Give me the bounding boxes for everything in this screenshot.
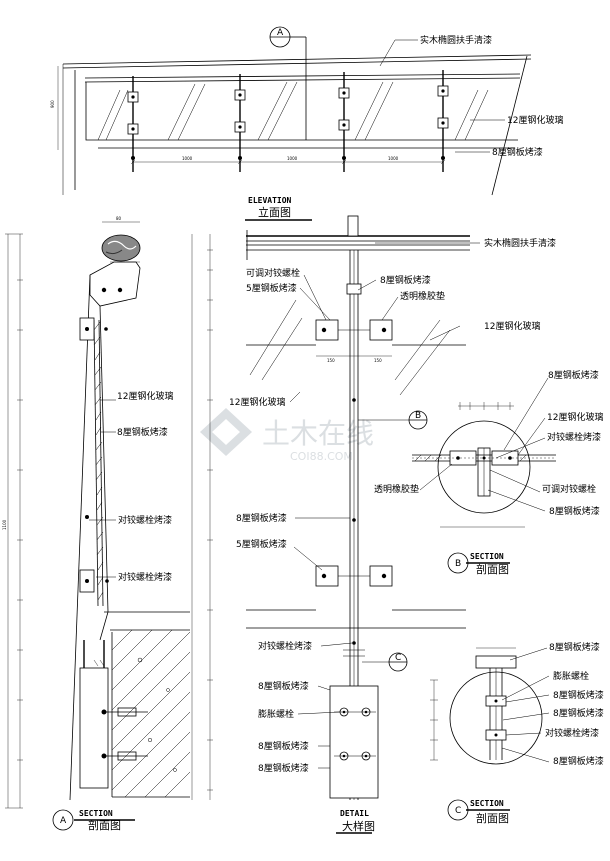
label-steel: 8厘钢板烤漆 xyxy=(492,146,543,158)
section-title-en: SECTION xyxy=(470,552,504,561)
watermark: 土木在线 COI88.COM xyxy=(200,408,374,463)
label-glass: 12厘钢化玻璃 xyxy=(547,411,603,423)
label-bolt: 对铰螺栓烤漆 xyxy=(118,514,172,526)
section-marker-a: A xyxy=(269,26,307,140)
section-title-cn: 剖面图 xyxy=(476,562,509,576)
section-a-view: 1100 80 xyxy=(2,216,213,832)
svg-text:1000: 1000 xyxy=(287,156,298,161)
watermark-url: COI88.COM xyxy=(290,450,353,463)
svg-text:900: 900 xyxy=(50,100,55,108)
svg-text:150: 150 xyxy=(374,358,382,363)
post xyxy=(234,74,246,172)
section-marker-c: C xyxy=(362,652,408,672)
label-handrail: 实木椭圆扶手清漆 xyxy=(484,237,556,249)
label-steel: 8厘钢板烤漆 xyxy=(258,680,309,692)
label-handrail: 实木椭圆扶手清漆 xyxy=(420,34,492,46)
label-adjustable-bolt: 可调对铰螺栓 xyxy=(542,483,596,495)
label-steel: 8厘钢板烤漆 xyxy=(553,755,604,767)
svg-text:80: 80 xyxy=(116,216,122,221)
watermark-text: 土木在线 xyxy=(262,417,374,450)
elevation-posts xyxy=(127,70,449,172)
marker-letter: B xyxy=(455,559,461,569)
label-steel: 8厘钢板烤漆 xyxy=(258,762,309,774)
elevation-title-en: ELEVATION xyxy=(248,196,292,205)
label-steel: 8厘钢板烤漆 xyxy=(117,426,168,438)
label-steel: 8厘钢板烤漆 xyxy=(553,707,604,719)
watermark-logo-icon xyxy=(200,408,252,456)
svg-text:150: 150 xyxy=(327,358,335,363)
section-title-en: SECTION xyxy=(470,799,504,808)
label-bolt: 对铰螺栓烤漆 xyxy=(118,571,172,583)
section-title-cn: 剖面图 xyxy=(88,818,121,832)
label-glass: 12厘钢化玻璃 xyxy=(117,390,173,402)
marker-letter: A xyxy=(277,28,284,38)
label-hinge-bolt: 对铰螺栓烤漆 xyxy=(545,727,599,739)
detail-title-en: DETAIL xyxy=(340,809,369,818)
svg-text:1000: 1000 xyxy=(388,156,399,161)
svg-text:1100: 1100 xyxy=(2,519,7,530)
detail-view: 150 150 xyxy=(229,215,556,834)
label-glass: 12厘钢化玻璃 xyxy=(507,114,563,126)
label-adjustable-bolt: 可调对铰螺栓 xyxy=(246,267,300,279)
label-steel: 8厘钢板烤漆 xyxy=(548,369,599,381)
post xyxy=(127,76,139,172)
label-rubber-pad: 透明橡胶垫 xyxy=(374,483,419,495)
anchor-bolts xyxy=(101,707,148,761)
anchor-bolts xyxy=(334,707,376,761)
detail-circle xyxy=(437,420,531,514)
marker-letter: A xyxy=(60,816,67,826)
label-rubber-pad: 透明橡胶垫 xyxy=(400,290,445,302)
glass-section xyxy=(93,319,104,607)
section-c-view: 8厘钢板烤漆 膨胀螺栓 8厘钢板烤漆 8厘钢板烤漆 对铰螺栓烤漆 8厘钢板烤漆 … xyxy=(430,641,604,825)
label-steel: 8厘钢板烤漆 xyxy=(236,512,287,524)
section-b-view: 8厘钢板烤漆 12厘钢化玻璃 对铰螺栓烤漆 透明橡胶垫 可调对铰螺栓 8厘钢板烤… xyxy=(374,369,603,576)
label-steel: 8厘钢板烤漆 xyxy=(380,274,431,286)
label-steel: 8厘钢板烤漆 xyxy=(549,505,600,517)
label-steel: 8厘钢板烤漆 xyxy=(549,641,600,653)
label-hinge-bolt: 对铰螺栓烤漆 xyxy=(258,640,312,652)
post xyxy=(338,72,350,172)
svg-text:1000: 1000 xyxy=(182,156,193,161)
label-steel5: 5厘钢板烤漆 xyxy=(236,538,287,550)
label-steel: 8厘钢板烤漆 xyxy=(553,689,604,701)
label-glass: 12厘钢化玻璃 xyxy=(484,320,540,332)
detail-title-cn: 大样图 xyxy=(342,819,375,833)
post xyxy=(437,70,449,172)
svg-text:B: B xyxy=(415,411,421,421)
section-marker-b: B xyxy=(358,410,428,430)
section-c-title: C SECTION 剖面图 xyxy=(447,799,510,825)
label-expansion: 膨胀螺栓 xyxy=(258,708,294,720)
section-b-title: B SECTION 剖面图 xyxy=(447,552,510,576)
label-hinge-bolt: 对铰螺栓烤漆 xyxy=(547,431,601,443)
label-glass: 12厘钢化玻璃 xyxy=(229,396,285,408)
marker-letter: C xyxy=(455,806,461,816)
section-title-en: SECTION xyxy=(79,809,113,818)
elevation-view: 1000 1000 1000 900 A 实木椭圆扶手清漆 12厘钢化玻璃 8厘… xyxy=(50,26,563,221)
label-steel5: 5厘钢板烤漆 xyxy=(246,282,297,294)
label-expansion: 膨胀螺栓 xyxy=(553,670,589,682)
elevation-title-cn: 立面图 xyxy=(258,205,291,219)
concrete-hatch xyxy=(111,629,191,798)
section-a-title: A SECTION 剖面图 xyxy=(52,809,135,832)
marker-letter: C xyxy=(395,653,401,663)
label-steel: 8厘钢板烤漆 xyxy=(258,740,309,752)
section-title-cn: 剖面图 xyxy=(476,811,509,825)
